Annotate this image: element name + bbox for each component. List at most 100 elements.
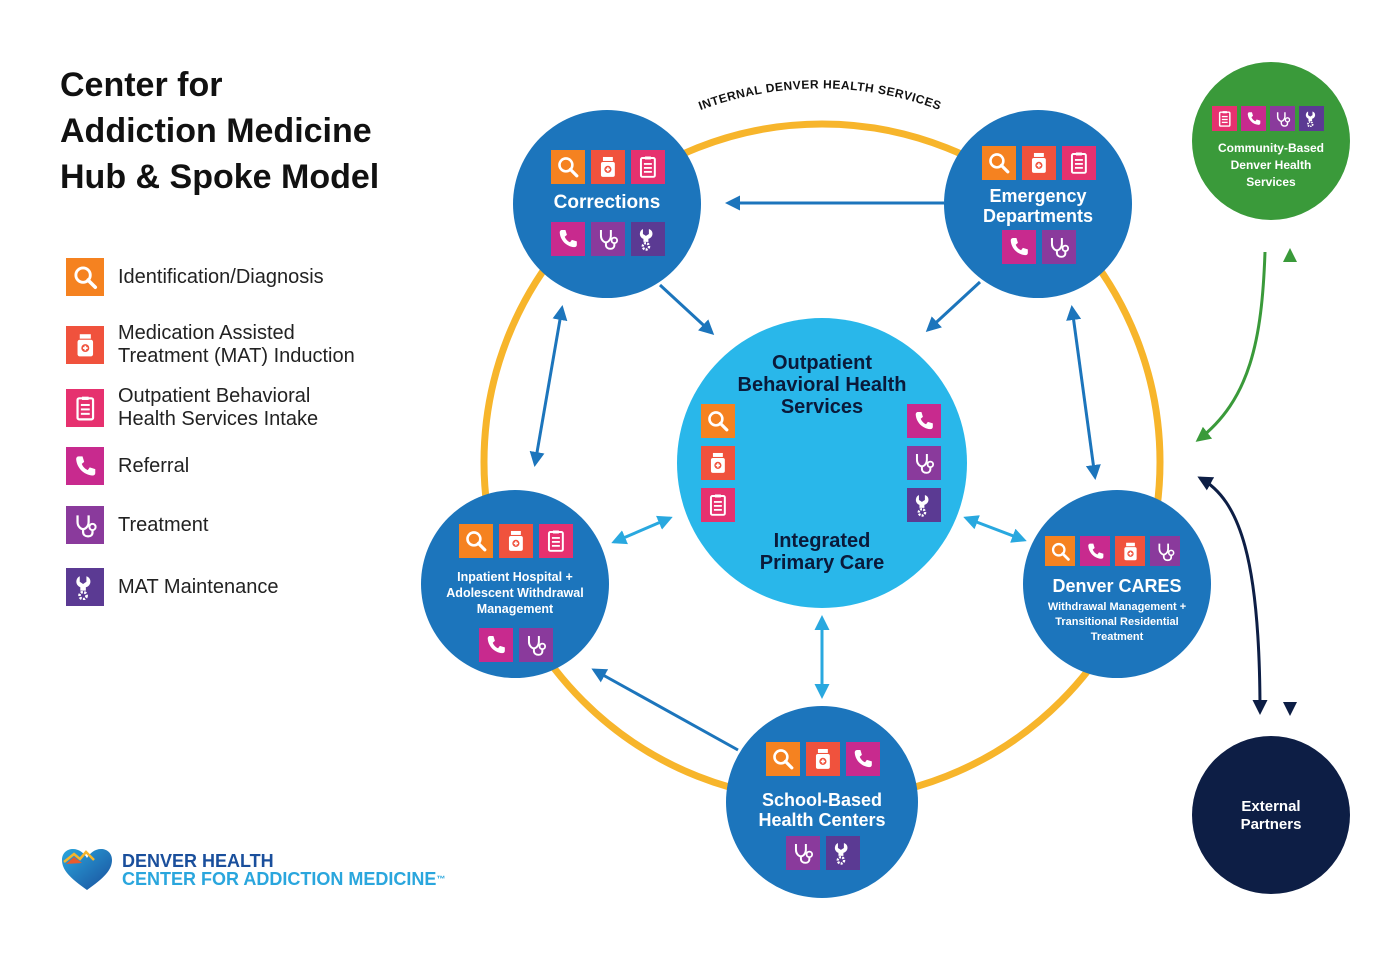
inpatient-line-2: Adolescent Withdrawal <box>446 586 584 600</box>
arrow-head-community <box>1283 248 1297 262</box>
legend-label: Medication Assisted <box>118 322 295 344</box>
logo-line-1: DENVER HEALTH <box>122 851 274 871</box>
magnifier-icon <box>766 742 800 776</box>
inpatient-line-1: Inpatient Hospital + <box>457 570 573 584</box>
hub-line-5: Primary Care <box>759 552 885 574</box>
hub-line-1: Outpatient <box>772 352 872 374</box>
wrench-gear-icon <box>826 836 860 870</box>
title-line-2: Addiction Medicine <box>60 112 372 150</box>
arrow-community-to-internal <box>1195 251 1267 442</box>
magnifier-icon <box>701 404 735 438</box>
emergency-line-2: Departments <box>982 206 1094 226</box>
clipboard-icon <box>539 524 573 558</box>
arrow-corrections-inpatient <box>529 305 568 467</box>
cares-line-2: Transitional Residential <box>1055 616 1179 628</box>
ring-label: INTERNAL DENVER HEALTH SERVICES <box>697 77 944 113</box>
medication-bottle-icon <box>1115 536 1145 566</box>
legend-item-treatment: Treatment <box>66 506 208 544</box>
stethoscope-icon <box>1042 230 1076 264</box>
legend-label-2: Health Services Intake <box>118 408 319 430</box>
stethoscope-icon <box>907 446 941 480</box>
clipboard-icon <box>701 488 735 522</box>
wrench-gear-icon <box>1299 106 1324 131</box>
school-line-1: School-Based <box>761 790 883 810</box>
corrections-label: Corrections <box>553 192 661 213</box>
phone-icon <box>907 404 941 438</box>
community-node: Community-Based Denver Health Services <box>1192 62 1350 220</box>
title-line-3: Hub & Spoke Model <box>60 158 380 196</box>
community-line-1: Community-Based <box>1217 141 1324 155</box>
corrections-node: Corrections <box>513 110 701 298</box>
magnifier-icon <box>551 150 585 184</box>
clipboard-icon <box>631 150 665 184</box>
stethoscope-icon <box>786 836 820 870</box>
title-line-1: Center for <box>60 66 223 104</box>
legend-label: Outpatient Behavioral <box>118 385 311 407</box>
medication-bottle-icon <box>66 326 104 364</box>
cares-line-3: Treatment <box>1090 631 1144 643</box>
medication-bottle-icon <box>591 150 625 184</box>
arrow-hub-cares <box>963 515 1027 543</box>
medication-bottle-icon <box>701 446 735 480</box>
legend-item-identification: Identification/Diagnosis <box>66 258 324 296</box>
legend-item-mat-maintenance: MAT Maintenance <box>66 568 278 606</box>
stethoscope-icon <box>1270 106 1295 131</box>
legend-label-2: Treatment (MAT) Induction <box>118 345 355 367</box>
inpatient-node: Inpatient Hospital + Adolescent Withdraw… <box>421 490 609 678</box>
school-node: School-Based Health Centers <box>726 706 918 898</box>
ring-label-text: INTERNAL DENVER HEALTH SERVICES <box>697 77 943 113</box>
hub-line-3: Services <box>780 396 864 418</box>
cares-title: Denver CARES <box>1052 576 1182 596</box>
arrow-hub-inpatient <box>611 515 673 545</box>
emergency-line-1: Emergency <box>989 186 1087 206</box>
denver-health-logo: DENVER HEALTH CENTER FOR ADDICTION MEDIC… <box>60 848 445 892</box>
logo-trademark: ™ <box>436 874 446 884</box>
external-line-2: Partners <box>1240 816 1302 833</box>
stethoscope-icon <box>591 222 625 256</box>
phone-icon <box>479 628 513 662</box>
magnifier-icon <box>66 258 104 296</box>
external-partners-node: External Partners <box>1192 736 1350 894</box>
stethoscope-icon <box>1150 536 1180 566</box>
phone-icon <box>1080 536 1110 566</box>
clipboard-icon <box>66 389 104 427</box>
arrow-head-external <box>1283 702 1297 716</box>
stethoscope-icon <box>66 506 104 544</box>
community-line-3: Services <box>1246 175 1296 189</box>
wrench-gear-icon <box>631 222 665 256</box>
phone-icon <box>1002 230 1036 264</box>
legend-label: MAT Maintenance <box>118 575 279 598</box>
legend-item-referral: Referral <box>66 447 189 485</box>
medication-bottle-icon <box>806 742 840 776</box>
logo-line-2: CENTER FOR ADDICTION MEDICINE <box>122 869 437 889</box>
medication-bottle-icon <box>499 524 533 558</box>
wrench-gear-icon <box>907 488 941 522</box>
legend-label: Treatment <box>118 513 209 536</box>
clipboard-icon <box>1212 106 1237 131</box>
stethoscope-icon <box>519 628 553 662</box>
emergency-node: Emergency Departments <box>944 110 1132 298</box>
hub-line-2: Behavioral Health <box>737 374 907 396</box>
magnifier-icon <box>982 146 1016 180</box>
phone-icon <box>66 447 104 485</box>
school-line-2: Health Centers <box>758 810 886 830</box>
arrow-ed-cares <box>1066 305 1101 480</box>
clipboard-icon <box>1062 146 1096 180</box>
hub-node: Outpatient Behavioral Health Services In… <box>677 318 967 608</box>
legend-label: Identification/Diagnosis <box>118 265 324 288</box>
phone-icon <box>846 742 880 776</box>
legend-label: Referral <box>118 454 190 477</box>
medication-bottle-icon <box>1022 146 1056 180</box>
heart-logo-icon <box>62 849 112 890</box>
arrow-internal-external <box>1197 476 1268 715</box>
cares-line-1: Withdrawal Management + <box>1047 601 1187 613</box>
wrench-gear-icon <box>66 568 104 606</box>
denver-cares-node: Denver CARES Withdrawal Management + Tra… <box>1023 490 1211 678</box>
arrow-corrections-to-hub <box>658 283 715 336</box>
diagram-title: Center for Addiction Medicine Hub & Spok… <box>60 62 379 200</box>
community-line-2: Denver Health <box>1230 158 1312 172</box>
hub-line-4: Integrated <box>773 530 871 552</box>
